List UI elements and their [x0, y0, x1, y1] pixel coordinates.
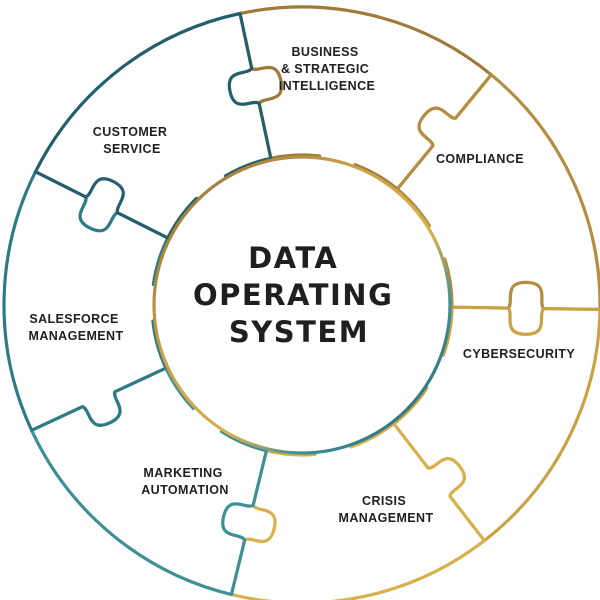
- segment-label-crisis-line-1: CRISIS: [362, 494, 406, 508]
- segment-label-salesforce-line-1: SALESFORCE: [29, 312, 118, 326]
- segment-label-compliance-line-1: COMPLIANCE: [436, 152, 524, 166]
- segment-label-customer: CUSTOMER SERVICE: [93, 125, 171, 156]
- segment-label-business-line-1: BUSINESS: [292, 45, 359, 59]
- puzzle-pieces: [2, 5, 600, 600]
- segment-labels: BUSINESS & STRATEGIC INTELLIGENCE COMPLI…: [29, 45, 575, 525]
- segment-label-business-line-2: & STRATEGIC: [281, 62, 369, 76]
- segment-label-cybersecurity-line-1: CYBERSECURITY: [463, 347, 575, 361]
- core-title-line-1: DATA: [248, 241, 338, 275]
- segment-label-business-line-3: INTELLIGENCE: [279, 79, 375, 93]
- core-title-line-2: OPERATING: [193, 278, 393, 312]
- segment-label-business: BUSINESS & STRATEGIC INTELLIGENCE: [279, 45, 375, 93]
- segment-label-cybersecurity: CYBERSECURITY: [463, 347, 575, 361]
- segment-label-marketing-line-1: MARKETING: [143, 466, 222, 480]
- segment-label-salesforce-line-2: MANAGEMENT: [29, 329, 124, 343]
- segment-label-crisis: CRISIS MANAGEMENT: [339, 494, 434, 525]
- segment-label-marketing-line-2: AUTOMATION: [141, 483, 229, 497]
- segment-label-salesforce: SALESFORCE MANAGEMENT: [29, 312, 124, 343]
- segment-label-customer-line-2: SERVICE: [103, 142, 160, 156]
- segment-label-marketing: MARKETING AUTOMATION: [141, 466, 229, 497]
- segment-label-customer-line-1: CUSTOMER: [93, 125, 168, 139]
- segment-label-compliance: COMPLIANCE: [436, 152, 524, 166]
- core-title: DATA OPERATING SYSTEM: [193, 241, 405, 349]
- core-puzzle-piece: [152, 155, 452, 455]
- core-title-line-3: SYSTEM: [229, 315, 369, 349]
- segment-label-crisis-line-2: MANAGEMENT: [339, 511, 434, 525]
- core-hub: DATA OPERATING SYSTEM: [152, 155, 452, 455]
